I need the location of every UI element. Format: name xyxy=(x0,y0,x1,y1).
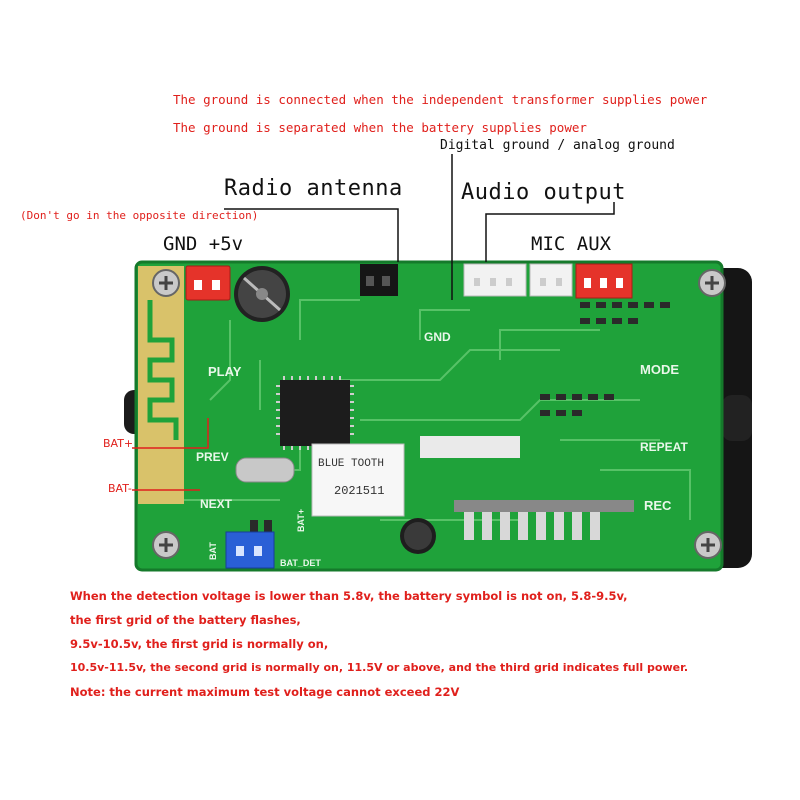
voltage-note-5: Note: the current maximum test voltage c… xyxy=(70,685,460,699)
note-ground-separated: The ground is separated when the battery… xyxy=(173,120,587,135)
label-mic-aux: MIC AUX xyxy=(531,233,612,255)
mic-connector xyxy=(529,263,573,297)
pcb-label-next: NEXT xyxy=(200,497,233,511)
antenna-connector xyxy=(360,264,398,296)
label-bat-plus: BAT+ xyxy=(103,437,134,450)
pcb-label-gnd: GND xyxy=(424,330,451,344)
pcb-label-repeat: REPEAT xyxy=(640,440,688,454)
sticker-line1: BLUE TOOTH xyxy=(318,458,385,470)
voltage-note-4: 10.5v-11.5v, the second grid is normally… xyxy=(70,661,689,674)
leader-lines xyxy=(224,154,615,300)
voltage-note-3: 9.5v-10.5v, the first grid is normally o… xyxy=(70,637,329,651)
label-bat-minus: BAT- xyxy=(108,482,132,495)
pcb-board xyxy=(136,262,722,570)
pcb-label-mode: MODE xyxy=(640,362,679,377)
voltage-note-2: the first grid of the battery flashes, xyxy=(70,613,301,627)
electrolytic-capacitor xyxy=(234,266,290,322)
smd-resistors xyxy=(250,302,670,532)
voltage-note-1: When the detection voltage is lower than… xyxy=(70,589,628,603)
mounting-screws xyxy=(152,269,726,559)
pcb-label-bat: BAT xyxy=(208,542,218,560)
note-direction-warning: (Don't go in the opposite direction) xyxy=(20,209,259,222)
sticker-line2: 2021511 xyxy=(334,484,385,498)
note-ground-types: Digital ground / analog ground xyxy=(440,138,675,153)
pcb-label-bat-det: BAT_DET xyxy=(280,558,321,568)
display-pins xyxy=(420,436,634,540)
battery-leader-lines xyxy=(132,418,209,491)
pcb-label-play: PLAY xyxy=(208,364,242,379)
pcb-label-bat-plus: BAT+ xyxy=(296,508,306,532)
note-ground-connected: The ground is connected when the indepen… xyxy=(173,92,708,107)
bluetooth-antenna-area xyxy=(138,266,184,504)
label-gnd-5v: GND +5v xyxy=(163,233,244,255)
label-radio-antenna: Radio antenna xyxy=(224,176,403,201)
main-ic-chip xyxy=(276,376,354,450)
power-connector xyxy=(185,265,231,301)
battery-connector xyxy=(225,531,275,569)
pcb-label-prev: PREV xyxy=(196,450,229,464)
pcb-label-rec: REC xyxy=(644,498,672,513)
label-audio-output: Audio output xyxy=(461,180,626,205)
crystal-oscillator xyxy=(235,457,295,483)
bluetooth-sticker xyxy=(311,443,405,517)
